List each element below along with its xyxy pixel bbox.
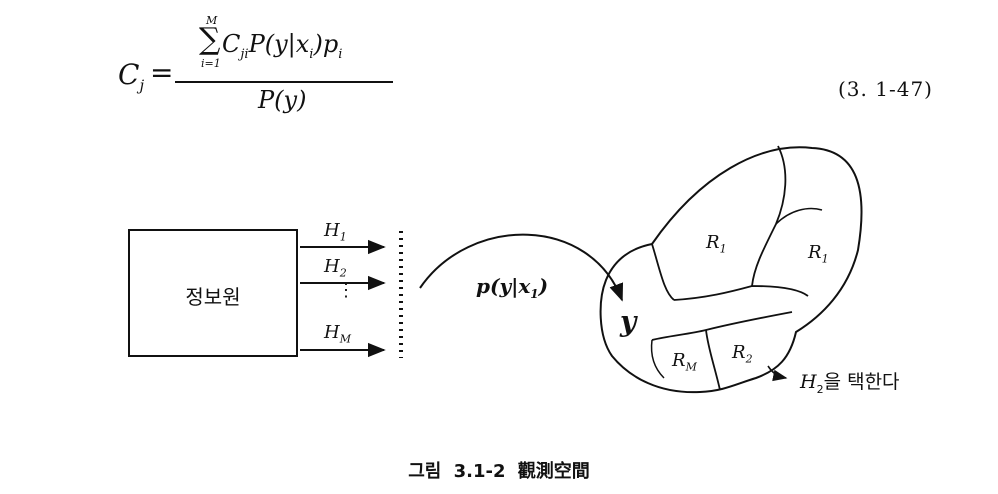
information-source-label: 정보원 <box>185 285 241 309</box>
observation-label: y <box>620 305 637 338</box>
mapping-arrow <box>419 233 624 302</box>
region-boundary-outer-r1 <box>651 243 675 301</box>
sum-symbol: ∑ <box>199 22 221 57</box>
region-boundary-rm <box>650 339 665 379</box>
region-label-r2: R2 <box>732 342 753 366</box>
region-label-r1-left: R1 <box>706 232 727 256</box>
information-source-box <box>128 229 298 357</box>
hypothesis-ellipsis: ⋮ <box>337 280 355 301</box>
hypothesis-label-m: HM <box>324 322 351 346</box>
region-boundary-lower <box>651 311 793 341</box>
figure-caption: 그림 3.1-2 觀測空間 <box>408 461 590 482</box>
region-boundary-r1-r1 <box>751 145 787 287</box>
equation-denominator: P(y) <box>258 86 307 114</box>
conditional-probability-label: p(y|x1) <box>476 274 549 301</box>
decision-label: H2을 택한다 <box>800 371 900 396</box>
choose-pointer <box>767 365 788 382</box>
equation-lhs: Cj <box>118 58 145 95</box>
equation-number: (3. 1-47) <box>838 77 933 101</box>
sum-upper-limit: M <box>206 14 218 27</box>
observation-space-boundary <box>599 146 863 394</box>
region-label-r1-right: R1 <box>808 242 829 266</box>
sum-lower-limit: i=1 <box>201 57 221 70</box>
hypothesis-label-2: H2 <box>324 256 347 280</box>
equals-sign: = <box>150 56 174 89</box>
fraction-bar <box>175 81 393 83</box>
region-boundary-mid <box>673 285 809 301</box>
hypothesis-label-1: H1 <box>324 220 347 244</box>
region-label-rm: RM <box>672 350 697 374</box>
equation-numerator: CjiP(y|xi)pi <box>222 30 343 62</box>
region-boundary-rm-r2 <box>705 329 721 391</box>
region-boundary-r1-notch <box>775 207 823 225</box>
